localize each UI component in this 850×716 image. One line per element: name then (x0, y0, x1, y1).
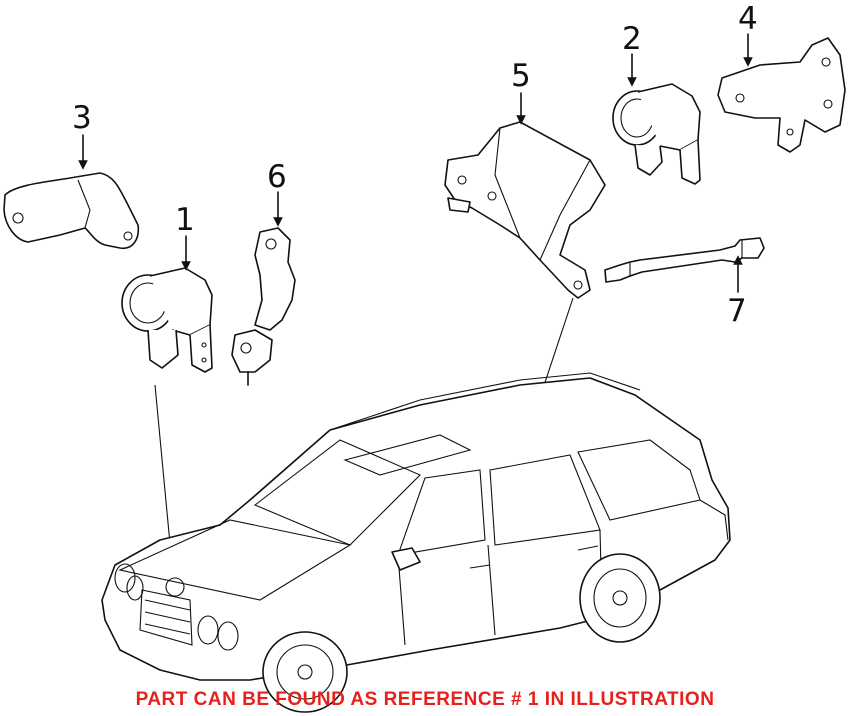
callout-1: 1 (175, 202, 195, 238)
caption: PART CAN BE FOUND AS REFERENCE # 1 IN IL… (135, 689, 715, 710)
sensor-part-2 (612, 83, 701, 185)
callout-5: 5 (511, 58, 531, 94)
linkage-part-6 (231, 227, 296, 386)
callout-3: 3 (72, 100, 92, 136)
bracket-part-3 (3, 172, 140, 250)
level-sensor-part-1 (121, 267, 213, 373)
bracket-part-5 (444, 121, 606, 299)
rod-part-7 (604, 237, 765, 283)
callout-7: 7 (727, 293, 747, 329)
bracket-part-4 (717, 37, 846, 153)
callout-4: 4 (738, 1, 758, 37)
callout-6: 6 (267, 159, 287, 195)
station-wagon-car (101, 372, 731, 713)
callout-2: 2 (622, 21, 642, 57)
leader-1 (154, 384, 173, 566)
